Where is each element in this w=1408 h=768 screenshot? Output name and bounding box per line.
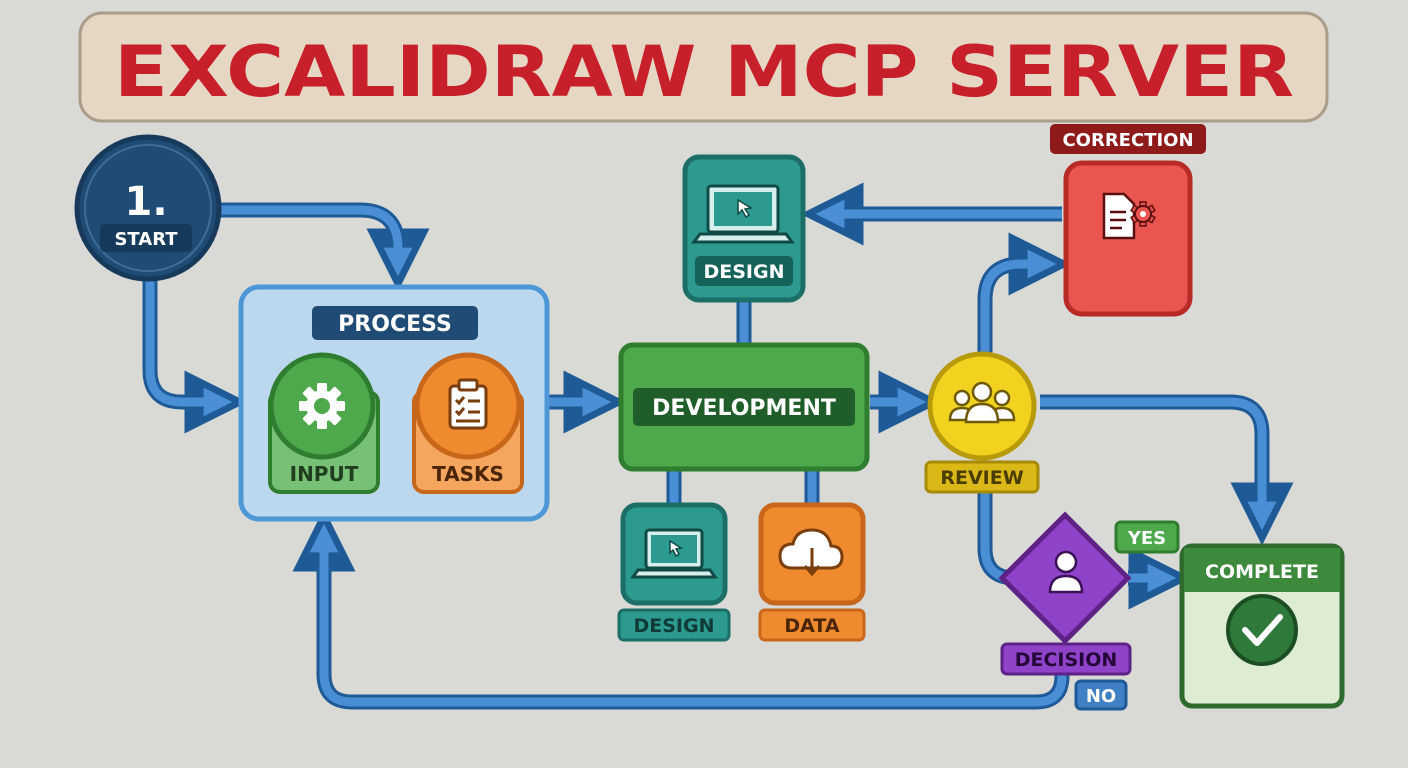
no-label-text: NO	[1086, 686, 1116, 707]
design-top-node[interactable]: DESIGN	[682, 154, 806, 303]
input-label: INPUT	[290, 462, 359, 486]
person-icon	[1048, 550, 1084, 594]
design-top-label: DESIGN	[703, 261, 784, 283]
development-node[interactable]: DEVELOPMENT	[618, 342, 870, 472]
yes-label: YES	[1114, 520, 1180, 554]
correction-node[interactable]: CORRECTION	[1050, 124, 1206, 317]
complete-node[interactable]: COMPLETE	[1179, 543, 1345, 709]
review-label: REVIEW	[940, 467, 1023, 489]
decision-node[interactable]: DECISION	[998, 511, 1132, 676]
check-icon	[1226, 594, 1298, 666]
data-node[interactable]: DATA	[758, 502, 866, 642]
start-number: 1.	[124, 179, 167, 225]
complete-label: COMPLETE	[1205, 561, 1319, 583]
start-node[interactable]: 1. START	[74, 134, 222, 282]
arrow-start-to-process-top	[205, 202, 430, 292]
review-node[interactable]: REVIEW	[924, 351, 1040, 494]
no-label: NO	[1074, 679, 1128, 711]
decision-label: DECISION	[1015, 649, 1118, 671]
gear-icon	[299, 383, 345, 429]
development-label: DEVELOPMENT	[652, 396, 836, 421]
start-label: START	[114, 229, 178, 250]
data-label: DATA	[784, 615, 839, 637]
design-bottom-label: DESIGN	[633, 615, 714, 637]
diagram-title: EXCALIDRAW MCP SERVER	[114, 31, 1294, 113]
tasks-node[interactable]: TASKS	[412, 352, 524, 494]
correction-label: CORRECTION	[1062, 130, 1193, 151]
yes-label-text: YES	[1127, 528, 1166, 549]
arrow-review-to-complete	[1040, 394, 1294, 546]
arrow-start-to-process-left	[142, 280, 248, 434]
document-gear-icon	[1102, 192, 1156, 240]
process-label: PROCESS	[338, 312, 452, 337]
laptop-icon	[691, 184, 795, 244]
title-banner: EXCALIDRAW MCP SERVER	[78, 11, 1329, 123]
input-node[interactable]: INPUT	[268, 352, 380, 494]
connectors	[142, 182, 1294, 710]
users-icon	[948, 381, 1016, 424]
cloud-icon	[778, 528, 844, 577]
tasks-label: TASKS	[432, 462, 504, 486]
design-bottom-node[interactable]: DESIGN	[617, 502, 731, 642]
clipboard-icon	[448, 378, 488, 430]
laptop-icon	[630, 528, 718, 579]
